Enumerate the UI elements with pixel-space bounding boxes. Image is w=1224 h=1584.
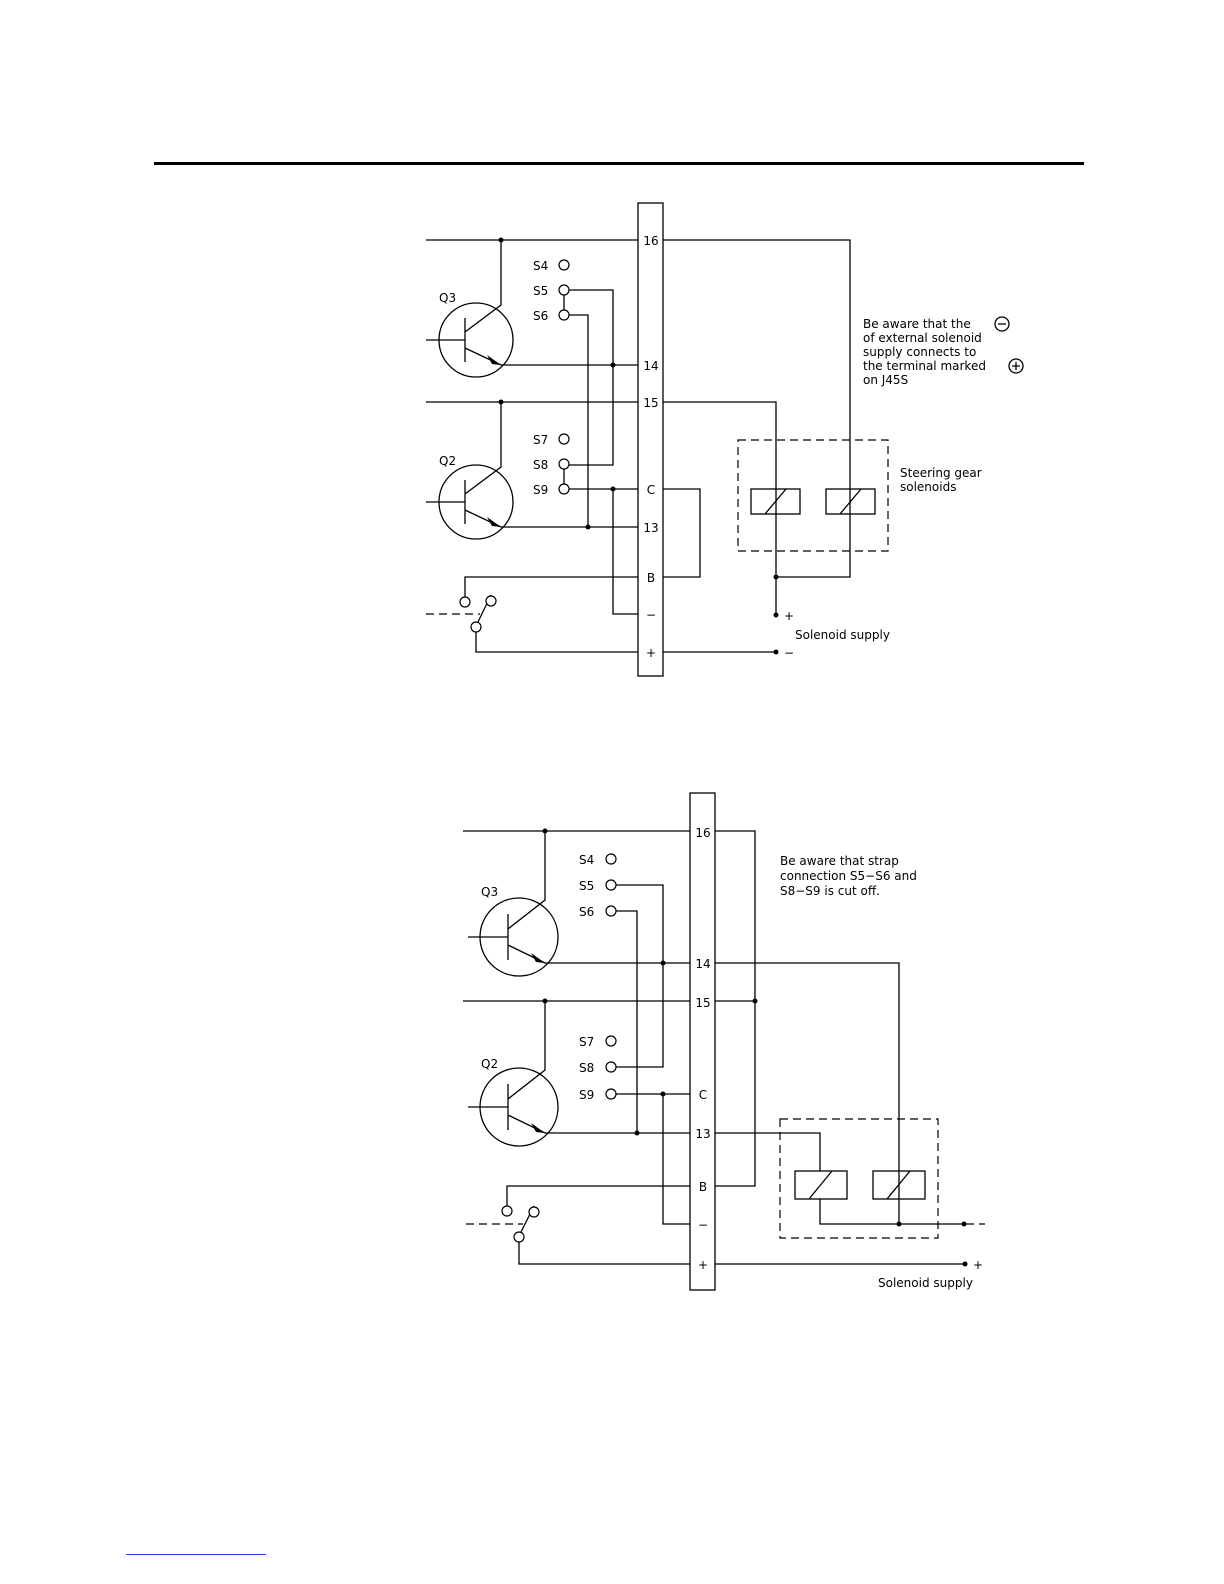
terminal-strip (690, 793, 715, 1290)
wire-13-out (715, 1133, 820, 1171)
strap-s6-label: S6 (579, 905, 594, 919)
wire-15-out (663, 402, 776, 615)
terminal-plus: + (646, 646, 656, 660)
solenoid-enclosure (738, 440, 888, 551)
terminal-c: C (699, 1088, 707, 1102)
strap-s7-label: S7 (579, 1035, 594, 1049)
junction (963, 1262, 968, 1267)
junction (774, 575, 779, 580)
terminal-13: 13 (643, 521, 658, 535)
solenoid-enclosure (780, 1119, 938, 1238)
strap-s4-terminal (606, 854, 616, 864)
solenoid-supply-label: Solenoid supply (878, 1276, 973, 1290)
supply-minus-symbol: − (784, 646, 794, 660)
wire-14-out (715, 963, 899, 1224)
note-1-line-2: of external solenoid (863, 331, 982, 345)
terminal-14: 14 (643, 359, 658, 373)
q3-label: Q3 (439, 291, 456, 305)
strap-s5-label: S5 (579, 879, 594, 893)
q2-label: Q2 (481, 1057, 498, 1071)
strap-s5-terminal (606, 880, 616, 890)
strap-s4-label: S4 (533, 259, 548, 273)
terminal-c: C (647, 483, 655, 497)
wire-plus-in (519, 1242, 690, 1264)
note-1-line-4: the terminal marked (863, 359, 986, 373)
wire-c-minus (663, 1094, 690, 1224)
junction (897, 1222, 902, 1227)
terminal-minus: − (646, 608, 656, 622)
wire-s6-13 (616, 911, 637, 1133)
strap-s5-terminal (559, 285, 569, 295)
wire-c-b-loop (663, 489, 700, 577)
note-2-line-2: connection S5−S6 and (780, 869, 917, 883)
diagram-1: 16 14 15 C 13 B − + Q3 S4 S5 S6 (426, 203, 1023, 676)
q2-label: Q2 (439, 454, 456, 468)
supply-plus-symbol: + (784, 609, 794, 623)
strap-s9-label: S9 (579, 1088, 594, 1102)
junction (635, 1131, 640, 1136)
terminal-14: 14 (695, 957, 710, 971)
supply-plus-symbol: + (973, 1258, 983, 1272)
terminal-16: 16 (695, 826, 710, 840)
strap-s7-label: S7 (533, 433, 548, 447)
junction (962, 1222, 967, 1227)
terminal-15: 15 (643, 396, 658, 410)
note-2-line-1: Be aware that strap (780, 854, 899, 868)
strap-s6-terminal (559, 310, 569, 320)
strap-s8-terminal (606, 1062, 616, 1072)
footer-link-underline[interactable] (126, 1554, 266, 1555)
note-1-line-5: on J45S (863, 373, 908, 387)
transistor-q2 (426, 402, 638, 539)
strap-s7-terminal (606, 1036, 616, 1046)
terminal-b: B (647, 571, 655, 585)
wire-16-out (663, 240, 850, 577)
strap-s4-terminal (559, 260, 569, 270)
strap-s8-label: S8 (533, 458, 548, 472)
note-1-line-1: Be aware that the (863, 317, 971, 331)
transistor-q3 (426, 240, 638, 377)
strap-s8-terminal (559, 459, 569, 469)
strap-s9-terminal (559, 484, 569, 494)
strap-s5-label: S5 (533, 284, 548, 298)
wire-b-switch (465, 577, 638, 597)
terminal-minus: − (698, 1218, 708, 1232)
solenoid-coil-left (795, 1171, 847, 1199)
terminal-16: 16 (643, 234, 658, 248)
terminal-plus: + (698, 1258, 708, 1272)
q3-label: Q3 (481, 885, 498, 899)
terminal-13: 13 (695, 1127, 710, 1141)
junction (774, 613, 779, 618)
solenoid-supply-label: Solenoid supply (795, 628, 890, 642)
terminal-b: B (699, 1180, 707, 1194)
junction (586, 525, 591, 530)
switch-2 (466, 1206, 539, 1242)
note-1-line-3: supply connects to (863, 345, 976, 359)
junction (774, 650, 779, 655)
strap-s8-label: S8 (579, 1061, 594, 1075)
strap-s7-terminal (559, 434, 569, 444)
wire-s5-s8 (569, 290, 613, 465)
plus-circle-icon-cross (1012, 362, 1020, 370)
strap-s9-label: S9 (533, 483, 548, 497)
strap-s6-label: S6 (533, 309, 548, 323)
switch-1 (426, 595, 496, 632)
wire-s6-13 (569, 315, 588, 527)
note-2-line-3: S8−S9 is cut off. (780, 884, 880, 898)
wire-c-minus (613, 489, 638, 614)
terminal-strip (638, 203, 663, 676)
steering-gear-label-line-2: solenoids (900, 480, 956, 494)
strap-s9-terminal (606, 1089, 616, 1099)
steering-gear-label-line-1: Steering gear (900, 466, 982, 480)
junction (753, 999, 758, 1004)
terminal-15: 15 (695, 996, 710, 1010)
wire-s5-s8 (616, 885, 663, 1067)
diagram-2: 16 14 15 C 13 B − + Q3 S4 S5 S6 (463, 793, 985, 1290)
strap-s4-label: S4 (579, 853, 594, 867)
strap-s6-terminal (606, 906, 616, 916)
wire-plus-in (476, 632, 638, 652)
wire-solenoid-return (820, 1199, 963, 1224)
